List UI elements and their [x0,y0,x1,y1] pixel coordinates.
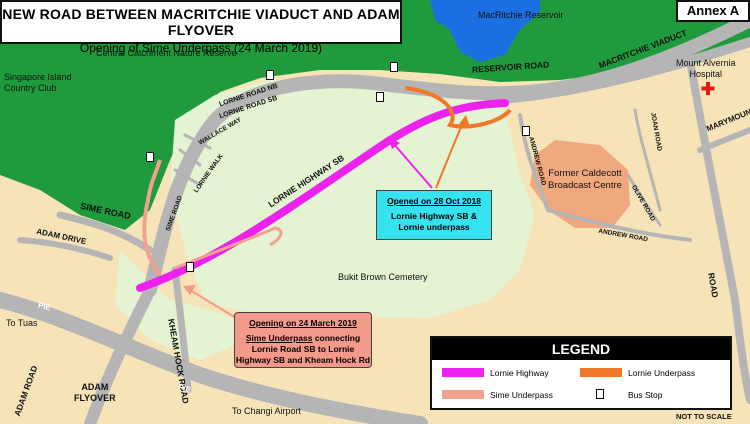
sime-underpass-arrow [189,289,237,319]
adam-road-east [686,56,750,404]
label-central-catchment: Central Catchment Nature Reserve [96,48,237,58]
callout-lornie-body: Lornie Highway SB & Lornie underpass [391,211,477,232]
annex-label: Annex A [676,0,750,22]
callout-sime-heading: Opening on 24 March 2019 [249,318,357,328]
title-box: NEW ROAD BETWEEN MACRITCHIE VIADUCT AND … [0,0,402,55]
andrew-road-north [518,113,550,212]
pie-road [0,292,428,424]
kheam-hock-road [171,266,192,394]
callout-sime-body: Sime Underpass connecting Lornie Road SB… [235,333,371,366]
joan-road [633,108,662,212]
forest-area [0,0,750,230]
label-bukit-brown: Bukit Brown Cemetery [338,272,428,282]
legend-label-bus-stop: Bus Stop [628,390,663,400]
legend-swatch-sime-underpass [442,390,484,399]
bus-stop-icon [596,389,604,399]
lornie-road [143,13,750,297]
callout-sime-body-rest: connecting Lornie Road SB to Lornie High… [235,333,371,365]
legend-label-sime-underpass: Sime Underpass [490,390,553,400]
lornie-highway-arrowhead [388,137,400,149]
map-subtitle: Opening of Sime Underpass (24 March 2019… [79,41,323,55]
map-title: NEW ROAD BETWEEN MACRITCHIE VIADUCT AND … [2,6,400,38]
label-to-changi: To Changi Airport [232,406,302,416]
label-not-to-scale: NOT TO SCALE [676,412,732,421]
lornie-highway-arrow [392,142,433,189]
label-caldecott: Former Caldecott Broadcast Centre [548,168,622,191]
bus-stop-icon [390,62,398,72]
callout-lornie-heading: Opened on 28 Oct 2018 [386,196,481,206]
callout-sime: Opening on 24 March 2019 Sime Underpass … [234,312,372,368]
lornie-underpass-line [404,86,512,129]
sime-underpass-loop [174,226,283,270]
sime-underpass-line [142,159,162,277]
caldecott-area [530,140,630,228]
label-mount-alvernia: Mount Alvernia Hospital [676,58,736,79]
legend-swatch-lornie-underpass [580,368,622,377]
sime-road [56,211,154,254]
bus-stop-icon [186,262,194,272]
estate-roads [173,133,212,187]
bus-stop-icon [522,126,530,136]
legend-label-lornie-highway: Lornie Highway [490,368,549,378]
bus-stop-icon [376,92,384,102]
sime-underpass-arrowhead [183,285,196,295]
adam-road [84,284,156,424]
lornie-highway-line [136,99,509,292]
adam-drive [17,237,113,261]
label-macritchie-reservoir: MacRitchie Reservoir [478,10,564,20]
reservoir-water [430,0,540,62]
andrew-road [546,208,692,242]
olive-road [626,173,662,227]
hospital-icon [701,82,715,95]
legend-swatch-lornie-highway [442,368,484,377]
bus-stop-icon [146,152,154,162]
macritchie-viaduct-road [485,37,750,105]
legend-label-lornie-underpass: Lornie Underpass [628,368,696,378]
label-adam-flyover: ADAM FLYOVER [74,382,116,403]
lornie-underpass-arrow [435,121,464,189]
legend-title: LEGEND [432,338,730,360]
callout-lornie: Opened on 28 Oct 2018 Lornie Highway SB … [376,190,492,240]
lornie-underpass-arrowhead [459,115,470,127]
label-to-tuas: To Tuas [6,318,38,328]
legend: LEGEND Lornie Highway Lornie Underpass S… [430,336,732,410]
label-country-club: Singapore Island Country Club [4,72,72,93]
bus-stop-icon [266,70,274,80]
marymount-road [697,127,750,153]
callout-sime-body-lead: Sime Underpass [245,333,313,343]
bukit-brown-area [170,80,535,318]
